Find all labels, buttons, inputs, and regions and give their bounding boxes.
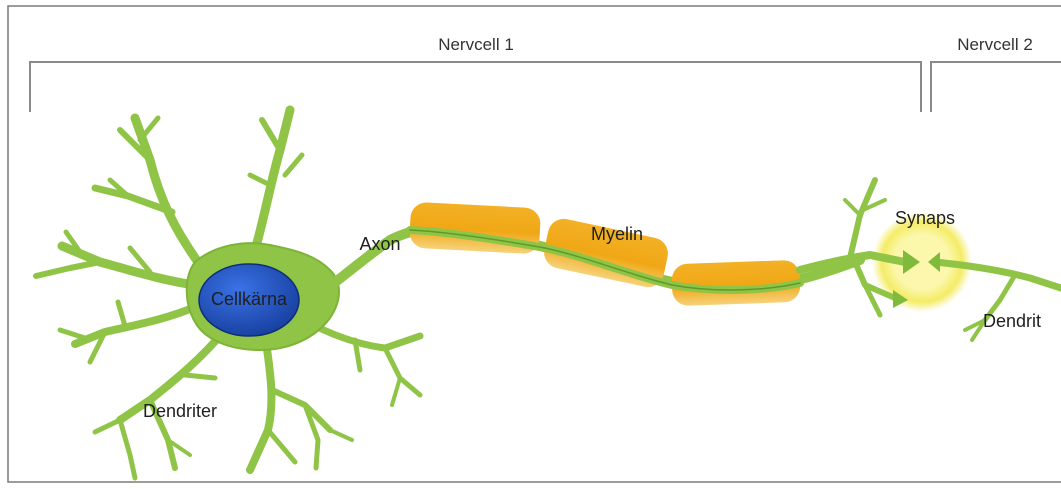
label-myelin: Myelin xyxy=(591,224,643,244)
label-axon: Axon xyxy=(359,234,400,254)
label-cellkarna: Cellkärna xyxy=(211,289,288,309)
bracket-nervcell-1 xyxy=(30,62,921,112)
label-dendrit: Dendrit xyxy=(983,311,1041,331)
header-nervcell-2: Nervcell 2 xyxy=(957,35,1033,54)
label-synaps: Synaps xyxy=(895,208,955,228)
bracket-nervcell-2 xyxy=(931,62,1061,112)
label-dendriter: Dendriter xyxy=(143,401,217,421)
header-nervcell-1: Nervcell 1 xyxy=(438,35,514,54)
